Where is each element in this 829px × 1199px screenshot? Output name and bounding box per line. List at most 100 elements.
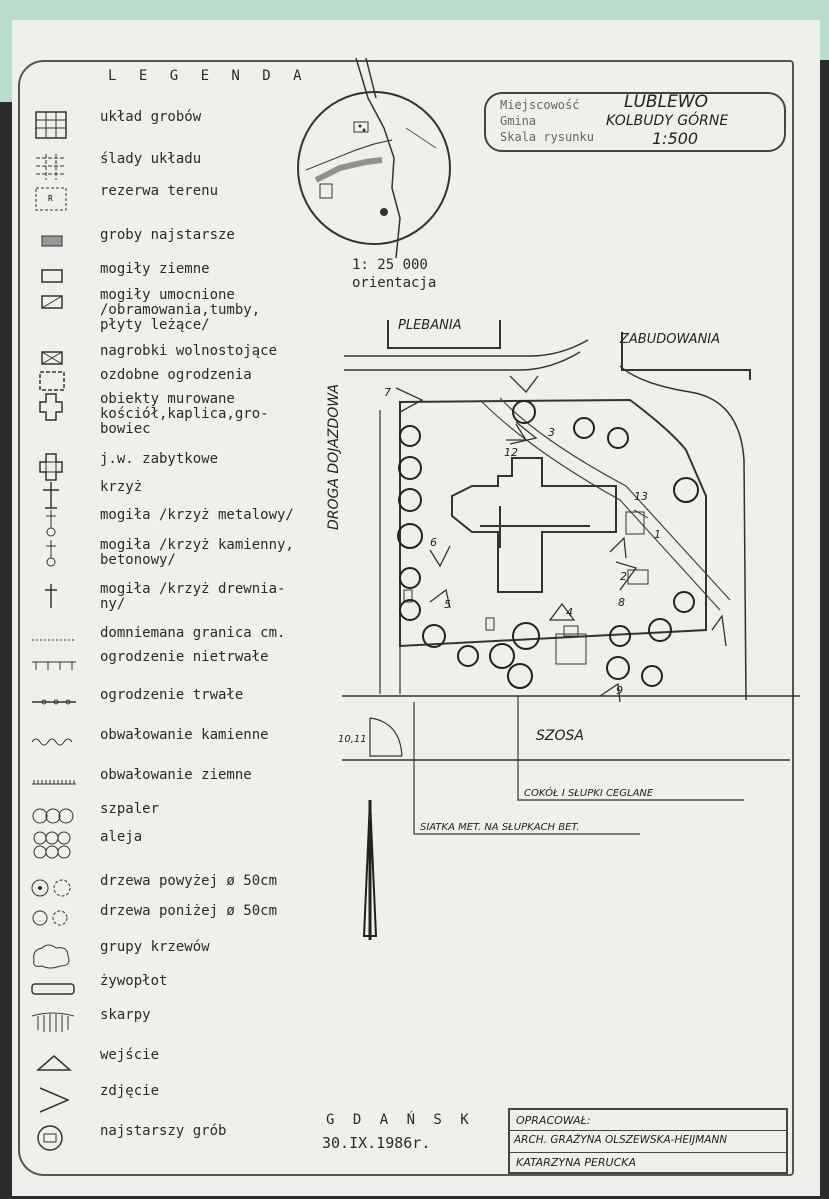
photo-icon [28,1084,78,1114]
author-divider-1 [510,1130,786,1131]
stamp-parish-label: Gmina [500,114,537,128]
stone-embankment-icon [28,728,78,758]
legend-label: aleja [100,829,143,845]
photo-number: 12 [504,446,518,459]
photo-number: 9 [616,684,623,697]
cross-icon [28,480,78,510]
legend-label: ogrodzenie trwałe [100,687,244,703]
label-zabudowania: ZABUDOWANIA [620,332,721,347]
legend-label: obwałowanie ziemne [100,767,252,783]
svg-text:R: R [48,194,53,203]
legend-label: zdjęcie [100,1083,160,1099]
entrance-icon [28,1048,78,1078]
oldest-grave-icon [28,1124,78,1154]
label-plebania: PLEBANIA [398,318,462,333]
stamp-scale: 1:500 [652,129,699,148]
wooden-cross-grave-icon [28,582,78,612]
temp-fence-icon [28,650,78,680]
orientation-scale: 1: 25 000 [352,257,428,273]
label-road: DROGA DOJAZDOWA [326,383,342,530]
site-plan [342,320,800,940]
legend-label: wejście [100,1047,160,1063]
escarpment-icon [28,1008,78,1038]
alley-icon [28,830,78,860]
orientation-caption: 1: 25 000 orientacja [352,256,436,292]
stamp-place-label: Miejscowość [500,98,580,112]
legend-label: mogiła /krzyż drewnia- ny/ [100,581,286,612]
shrub-group-icon [28,940,78,970]
author-1: ARCH. GRAŻYNA OLSZEWSKA-HEIJMANN [514,1134,728,1146]
sheet-border [18,60,794,1176]
ornamental-fence-icon [28,368,78,398]
dashed-boundary-icon [28,626,78,656]
legend-label: ogrodzenie nietrwałe [100,649,269,665]
orientation-label: orientacja [352,275,437,291]
photo-number: 6 [430,536,437,549]
author-2: KATARZYNA PERUCKA [516,1156,637,1169]
label-cokol: COKÓŁ I SŁUPKI CEGLANE [524,788,654,799]
stamp-parish: KOLBUDY GÓRNE [606,113,729,129]
free-tomb-icon [28,344,78,374]
small-tree-icon [28,904,78,934]
legend-label: domniemana granica cm. [100,625,286,641]
photo-number: 8 [618,596,625,609]
legend-label: obwałowanie kamienne [100,727,269,743]
legend-label: mogiły umocnione /obramowania,tumby, pły… [100,287,261,333]
photo-number: 1 [654,528,661,541]
scan-top-band [0,0,829,22]
legend-label: mogiły ziemne [100,261,210,277]
legend-label: ozdobne ogrodzenia [100,367,252,383]
photo-number: 5 [444,598,451,611]
legend-label: szpaler [100,801,160,817]
historic-building-icon [28,452,78,482]
legend-label: najstarszy grób [100,1123,227,1139]
photo-number: 4 [566,606,573,619]
legend-label: rezerwa terenu [100,183,219,199]
photo-number: 3 [548,426,555,439]
photo-number: 7 [384,386,391,399]
legend-label: drzewa powyżej ø 50cm [100,873,278,889]
legend-label: ślady układu [100,151,202,167]
photo-number: 13 [634,490,648,503]
legend-label: mogiła /krzyż kamienny, betonowy/ [100,537,294,568]
tree-row-icon [28,802,78,832]
label-photo-10-11: 10,11 [338,734,367,745]
stamp-scale-label: Skala rysunku [500,130,594,144]
author-divider-2 [510,1152,786,1153]
orientation-map [297,57,451,259]
label-szosa: SZOSA [536,728,584,744]
large-tree-icon [28,874,78,904]
grave-grid-icon [28,110,78,140]
prepared-label: OPRACOWAŁ: [516,1114,591,1127]
stone-cross-grave-icon [28,538,78,568]
label-siatka: SIATKA MET. NA SŁUPKACH BET. [420,822,580,833]
earth-grave-icon [28,262,78,292]
brick-building-icon [28,392,78,422]
drawing-sheet [12,20,820,1196]
metal-cross-grave-icon [28,508,78,538]
scan-left-band [0,22,14,102]
footer-city: G D A Ń S K [326,1112,474,1128]
legend-title: L E G E N D A [108,68,309,84]
legend-label: obiekty murowane kościół,kaplica,gro- bo… [100,391,269,437]
reserve-area-icon: R [28,184,78,214]
title-stamp: Miejscowość Gmina Skala rysunku LUBLEWO … [484,92,786,152]
reinforced-grave-icon [28,288,78,318]
legend-label: krzyż [100,479,143,495]
legend-label: drzewa poniżej ø 50cm [100,903,278,919]
photo-number: 2 [620,570,627,583]
legend-label: skarpy [100,1007,151,1023]
legend-label: nagrobki wolnostojące [100,343,278,359]
author-box: OPRACOWAŁ: ARCH. GRAŻYNA OLSZEWSKA-HEIJM… [508,1108,788,1174]
stamp-place: LUBLEWO [624,92,708,112]
legend-label: grupy krzewów [100,939,210,955]
permanent-fence-icon [28,688,78,718]
oldest-graves-icon [28,228,78,258]
hedge-icon [28,974,78,1004]
legend-label: j.w. zabytkowe [100,451,219,467]
grid-trace-icon [28,152,78,182]
legend-label: żywopłot [100,973,168,989]
earth-embankment-icon [28,768,78,798]
footer-date: 30.IX.1986r. [322,1134,431,1152]
legend-label: groby najstarsze [100,227,235,243]
